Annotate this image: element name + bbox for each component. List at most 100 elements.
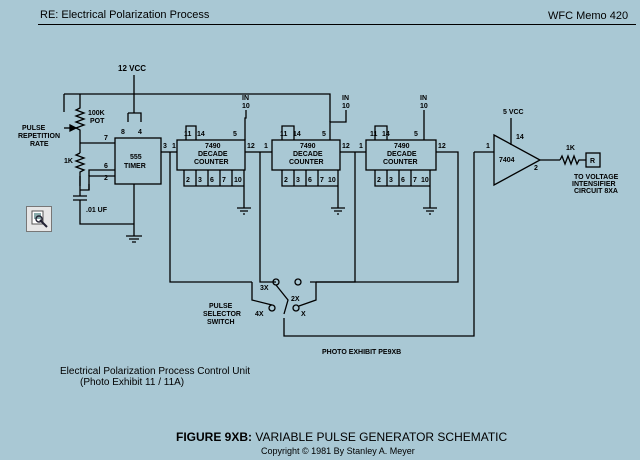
counter2-pin-in: 1 [264, 143, 268, 150]
switch-arm [275, 284, 289, 315]
header-subject: RE: Electrical Polarization Process [40, 9, 210, 21]
output-terminal [585, 152, 601, 168]
counter1-pin-in: 1 [172, 143, 176, 150]
switch-label-x: X [301, 311, 306, 318]
figure-label: FIGURE 9XB: [176, 430, 253, 444]
timer-pin-7: 7 [104, 135, 108, 142]
counter2-pin-10: 10 [328, 177, 336, 184]
resistor-1k-output [559, 154, 586, 166]
selector-label-2: SELECTOR [203, 311, 241, 318]
photo-exhibit-label: PHOTO EXHIBIT PE9XB [322, 349, 401, 356]
output-label-3: CIRCUIT 8XA [574, 188, 618, 195]
timer-pin-4: 4 [138, 129, 142, 136]
counter1-pin-14: 14 [197, 131, 205, 138]
figure-caption: FIGURE 9XB: VARIABLE PULSE GENERATOR SCH… [176, 430, 507, 444]
counter2-name-1: 7490 [300, 143, 316, 150]
pulse-rate-label-1: PULSE [22, 125, 46, 132]
buffer-pin-in: 1 [486, 143, 490, 150]
timer-pin-8: 8 [121, 129, 125, 136]
control-unit-line2: (Photo Exhibit 11 / 11A) [80, 377, 185, 388]
copyright: Copyright © 1981 By Stanley A. Meyer [261, 446, 415, 456]
pot-label-2: POT [90, 118, 105, 125]
counter3-name-1: 7490 [394, 143, 410, 150]
resistor-1k-timer [74, 152, 86, 190]
counter3-box [365, 139, 437, 171]
vcc12-bus [64, 93, 331, 122]
counter1-pin-3: 3 [198, 177, 202, 184]
counter1-pin-7: 7 [222, 177, 226, 184]
counter2-pin-5: 5 [322, 131, 326, 138]
counter3-pin-6: 6 [401, 177, 405, 184]
header-rule [38, 24, 636, 25]
buffer-pin-out: 2 [534, 165, 538, 172]
counter3-name-2: DECADE [387, 151, 417, 158]
switch-label-2x: 2X [291, 296, 300, 303]
counter3-pin-10: 10 [421, 177, 429, 184]
output-terminal-label: R [590, 158, 595, 165]
buffer-7404-triangle [493, 133, 542, 187]
counter1-name-3: COUNTER [194, 159, 229, 166]
timer-name-1: 555 [130, 154, 142, 161]
counter3-pin-in: 1 [359, 143, 363, 150]
counter3-pin-2: 2 [377, 177, 381, 184]
counter3-in-label-1: IN [420, 95, 427, 102]
counter3-pin-3: 3 [389, 177, 393, 184]
pot-label-1: 100K [88, 110, 105, 117]
vcc12-label: 12 VCC [118, 64, 146, 73]
counter3-pin-14: 14 [382, 131, 390, 138]
counter2-name-3: COUNTER [289, 159, 324, 166]
timer-resistor-label: 1K [64, 158, 73, 165]
counter3-pin-11: 11 [370, 131, 378, 138]
timer-pin-2: 2 [104, 175, 108, 182]
counter1-in-label-1: IN [242, 95, 249, 102]
pulse-rate-label-2: REPETITION [18, 133, 60, 140]
output-label-2: INTENSIFIER [572, 181, 616, 188]
selector-label-1: PULSE [209, 303, 233, 310]
selector-label-3: SWITCH [207, 319, 235, 326]
timer-name-2: TIMER [124, 163, 146, 170]
image-tool-icon[interactable] [26, 206, 52, 232]
counter3-ground [423, 186, 437, 215]
buffer-pin-vcc: 14 [516, 134, 524, 141]
counter3-name-3: COUNTER [383, 159, 418, 166]
counter2-pin-3: 3 [296, 177, 300, 184]
counter3-in-label-2: 10 [420, 103, 428, 110]
header-memo: WFC Memo 420 [548, 10, 629, 22]
counter1-name-2: DECADE [198, 151, 228, 158]
counter3-pin-7: 7 [413, 177, 417, 184]
timer-ground [126, 184, 142, 243]
timer-pin-3: 3 [163, 143, 167, 150]
counter1-pin-5: 5 [233, 131, 237, 138]
counter2-pin-14: 14 [293, 131, 301, 138]
timer-pin-6: 6 [104, 163, 108, 170]
capacitor-label: .01 UF [86, 207, 108, 214]
counter2-name-2: DECADE [293, 151, 323, 158]
vcc5-label: 5 VCC [503, 109, 524, 116]
pulse-rate-label-3: RATE [30, 141, 49, 148]
figure-title: VARIABLE PULSE GENERATOR SCHEMATIC [252, 430, 508, 444]
switch-label-4x: 4X [255, 311, 264, 318]
counter2-in-label-1: IN [342, 95, 349, 102]
counter3-pin-out: 12 [438, 143, 446, 150]
counter2-in-label-2: 10 [342, 103, 350, 110]
counter1-pin-2: 2 [186, 177, 190, 184]
counter2-pin-2: 2 [284, 177, 288, 184]
counter1-box [176, 139, 246, 171]
counter1-in-label-2: 10 [242, 103, 250, 110]
output-resistor-label: 1K [566, 145, 575, 152]
counter1-pin-10: 10 [234, 177, 242, 184]
potentiometer [74, 94, 86, 143]
counter2-pin-6: 6 [308, 177, 312, 184]
counter1-pin-6: 6 [210, 177, 214, 184]
switch-contact-x [292, 304, 300, 312]
timer-555-box [114, 137, 162, 185]
switch-label-3x: 3X [260, 285, 269, 292]
counter2-ground [331, 186, 345, 215]
control-unit-line1: Electrical Polarization Process Control … [60, 366, 251, 377]
switch-contact-2x [294, 278, 302, 286]
counter1-pin-out: 12 [247, 143, 255, 150]
counter1-name-1: 7490 [205, 143, 221, 150]
counter3-pin-5: 5 [414, 131, 418, 138]
